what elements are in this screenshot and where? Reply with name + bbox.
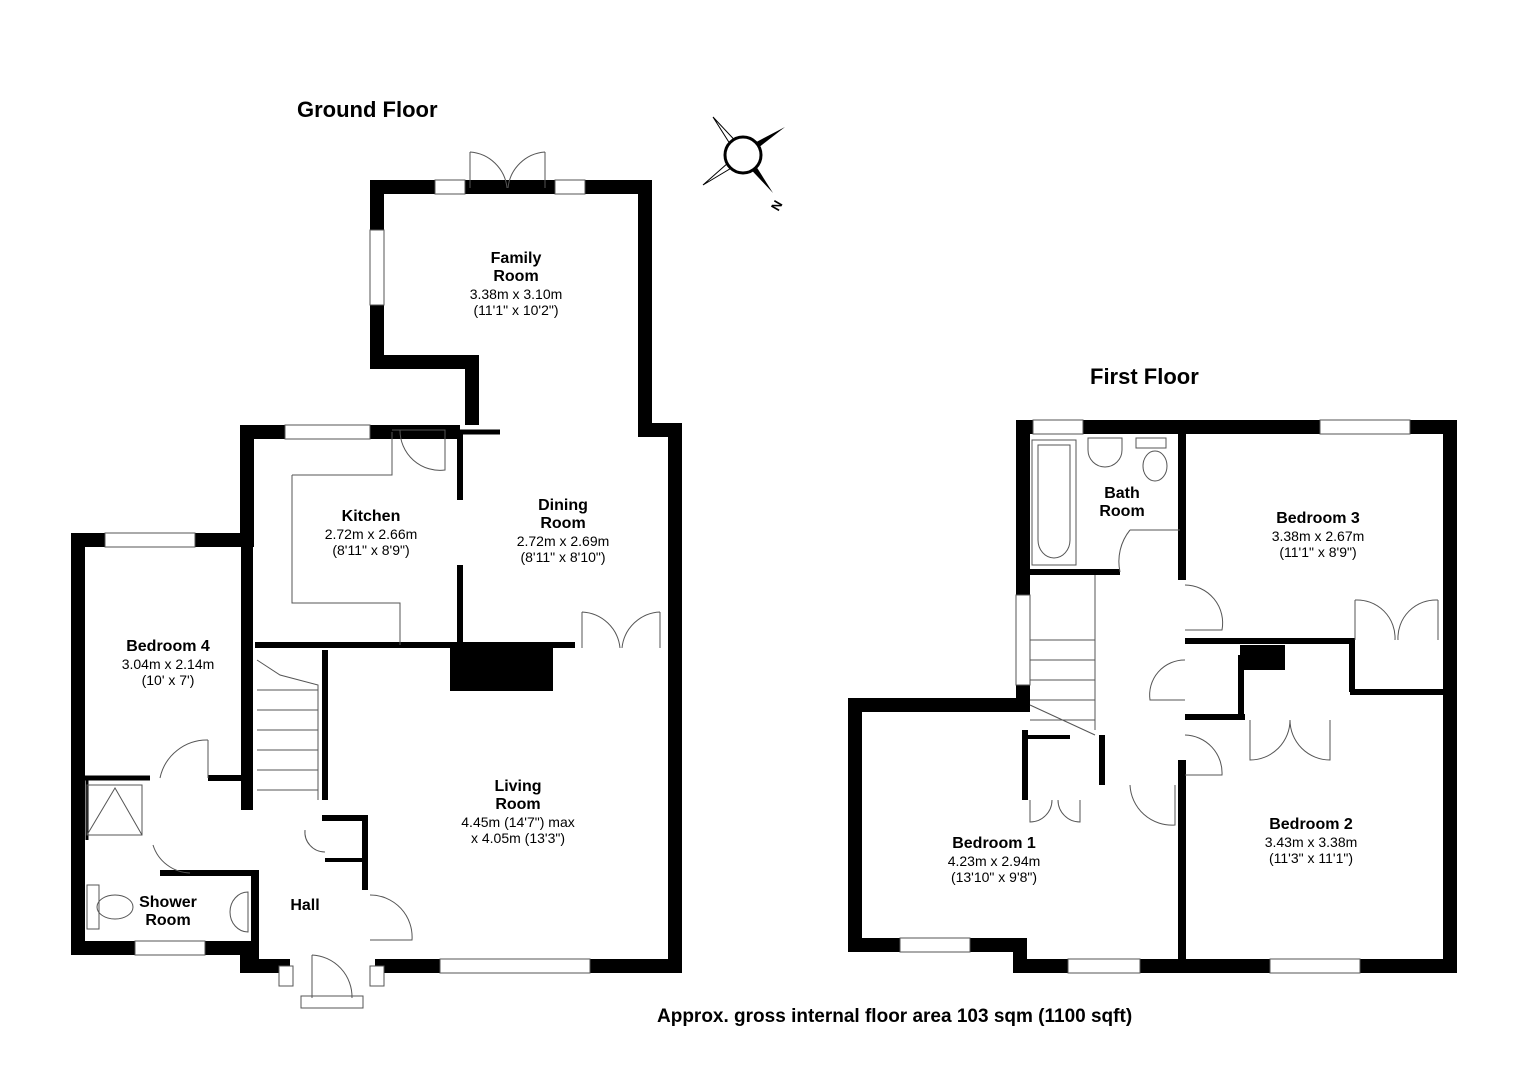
chimney-breast	[450, 645, 553, 691]
room-label-bedroom3: Bedroom 3 3.38m x 2.67m (11'1" x 8'9")	[1272, 510, 1365, 560]
room-label-kitchen: Kitchen 2.72m x 2.66m (8'11" x 8'9")	[325, 508, 418, 558]
room-dimensions: 2.72m x 2.69m	[516, 533, 610, 549]
room-name: Room	[495, 796, 541, 813]
room-name: Shower	[139, 894, 197, 911]
room-label-living: Living Room 4.45m (14'7") max x 4.05m (1…	[461, 778, 574, 846]
room-dimensions: 4.45m (14'7") max	[461, 814, 575, 830]
room-dimensions: 3.38m x 3.10m	[469, 286, 563, 302]
room-name: Bedroom 4	[126, 638, 210, 655]
toilet	[96, 894, 134, 920]
room-name: Bedroom 3	[1276, 510, 1360, 527]
family-room-outer-wall	[370, 180, 682, 973]
room-label-dining: Dining Room 2.72m x 2.69m (8'11" x 8'10"…	[517, 497, 610, 565]
floor-area-footer: Approx. gross internal floor area 103 sq…	[657, 1006, 1133, 1027]
room-label-bedroom4: Bedroom 4 3.04m x 2.14m (10' x 7')	[122, 638, 215, 688]
room-name: Room	[1099, 503, 1145, 520]
room-name: Bath	[1104, 485, 1140, 502]
room-name: Living	[494, 778, 542, 795]
room-name: Bedroom 2	[1269, 816, 1353, 833]
room-label-bath: Bath Room	[1099, 485, 1144, 521]
shower-tray	[86, 784, 143, 836]
room-label-family: Family Room 3.38m x 3.10m (11'1" x 10'2"…	[470, 250, 563, 318]
bath-basin	[1087, 437, 1123, 468]
kitchen-outer-wall	[71, 425, 460, 973]
room-name: Kitchen	[341, 508, 401, 525]
basin	[229, 891, 249, 933]
first-floor-walls	[848, 420, 1457, 973]
room-name: Dining	[538, 497, 588, 514]
room-dimensions: 3.04m x 2.14m	[121, 656, 215, 672]
room-name: Family	[490, 250, 542, 267]
room-name: Hall	[290, 897, 320, 914]
bath-toilet	[1142, 450, 1168, 482]
room-dimensions: 3.43m x 3.38m	[1264, 834, 1358, 850]
room-dimensions: 4.23m x 2.94m	[947, 853, 1041, 869]
room-label-shower: Shower Room	[139, 894, 197, 930]
first-windows	[899, 419, 1411, 974]
ground-windows	[104, 179, 591, 987]
room-label-hall: Hall	[290, 897, 319, 915]
compass-icon	[702, 116, 785, 193]
staircase	[256, 659, 319, 800]
ground-floor-walls	[71, 180, 682, 973]
room-dimensions-imperial: (11'1" x 8'9")	[1279, 544, 1357, 560]
room-label-bedroom1: Bedroom 1 4.23m x 2.94m (13'10" x 9'8")	[948, 835, 1041, 885]
door-swings	[152, 151, 661, 999]
room-dimensions-imperial: (11'1" x 10'2")	[473, 302, 559, 318]
room-dimensions-imperial: (11'3" x 11'1")	[1268, 850, 1354, 866]
room-dimensions-imperial: (8'11" x 8'10")	[520, 549, 606, 565]
room-label-bedroom2: Bedroom 2 3.43m x 3.38m (11'3" x 11'1")	[1265, 816, 1358, 866]
first-floor-title: First Floor	[1090, 364, 1199, 389]
room-name: Room	[540, 515, 586, 532]
room-dimensions-imperial: (8'11" x 8'9")	[332, 542, 410, 558]
bathtub	[1031, 439, 1077, 566]
room-dimensions-imperial: (10' x 7')	[141, 672, 195, 688]
ground-floor-title: Ground Floor	[297, 97, 438, 122]
room-name: Room	[145, 912, 191, 929]
first-floor-interior	[1029, 437, 1439, 826]
room-dimensions: 2.72m x 2.66m	[324, 526, 418, 542]
room-dimensions: 3.38m x 2.67m	[1271, 528, 1365, 544]
first-floor-chimney	[1240, 645, 1285, 670]
room-name: Bedroom 1	[952, 835, 1036, 852]
ground-fixtures	[86, 784, 364, 1009]
room-name: Room	[493, 268, 539, 285]
first-staircase	[1029, 640, 1096, 736]
room-dimensions-imperial: (13'10" x 9'8")	[950, 869, 1038, 885]
room-dimensions-imperial: x 4.05m (13'3")	[470, 830, 565, 846]
